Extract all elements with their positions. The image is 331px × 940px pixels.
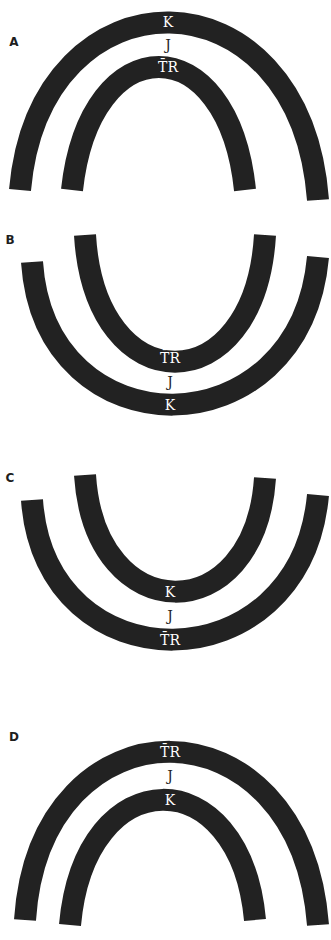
rock-band [32, 495, 318, 640]
formation-label: K [165, 585, 175, 599]
formation-label: J [167, 769, 173, 783]
rock-band [85, 235, 265, 362]
formation-label: T̄R [158, 60, 178, 74]
formation-label: T̄R [160, 351, 180, 365]
formation-label: T̄R [160, 633, 180, 647]
formation-label: J [165, 38, 171, 52]
formation-label: K [165, 793, 175, 807]
rock-band [85, 475, 265, 592]
formation-label: T̄R [160, 745, 180, 759]
formation-label: K [163, 15, 173, 29]
rock-band [25, 752, 318, 925]
panel-letter: D [9, 731, 19, 743]
formation-label: J [167, 609, 173, 623]
rock-band [20, 22, 318, 200]
panel-letter: B [5, 234, 14, 246]
rock-band [32, 257, 318, 405]
formation-label: K [165, 398, 175, 412]
formation-label: J [167, 375, 173, 389]
rock-band [70, 800, 255, 925]
rock-band [72, 67, 245, 190]
panel-letter: C [6, 472, 15, 484]
panel-letter: A [9, 36, 18, 48]
